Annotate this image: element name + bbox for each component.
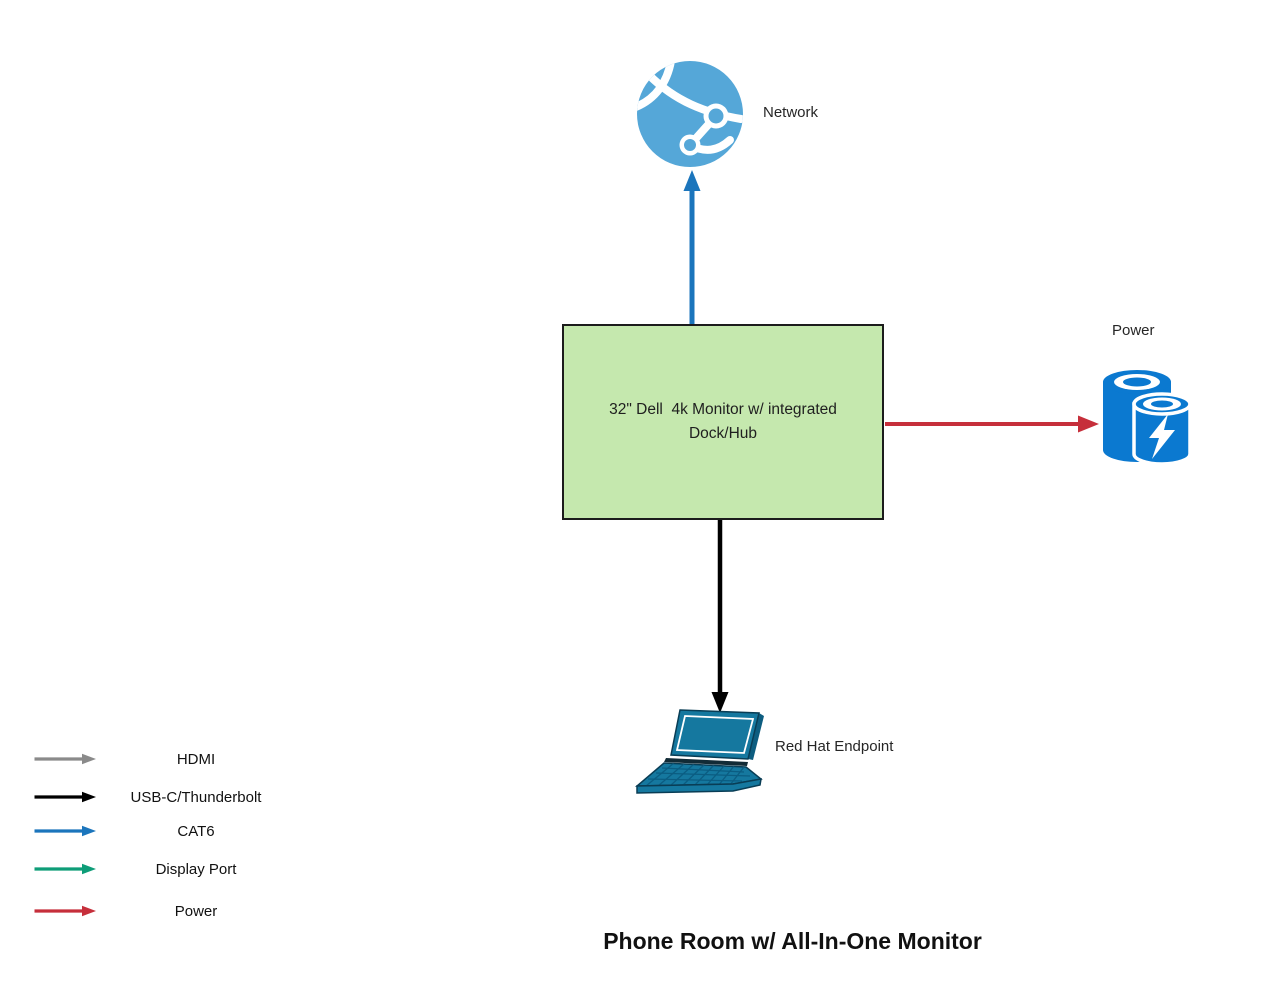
laptop-icon: [634, 709, 764, 794]
network-label: Network: [763, 104, 819, 121]
power-arrow-icon: [34, 905, 96, 917]
displayport-arrow-icon: [34, 863, 96, 875]
usbc-arrow-icon: [34, 791, 96, 803]
network-globe-icon: [637, 61, 743, 167]
monitor-dock-node: 32" Dell 4k Monitor w/ integrated Dock/H…: [562, 324, 884, 520]
legend-row-hdmi: HDMI: [33, 749, 295, 769]
legend-label-usbc: USB-C/Thunderbolt: [130, 788, 262, 806]
legend-row-cat6: CAT6: [33, 821, 295, 841]
hdmi-arrow-icon: [34, 753, 96, 765]
power-supply-icon: [1103, 370, 1192, 466]
cat6-cable-arrow: [683, 170, 701, 325]
monitor-dock-label: 32" Dell 4k Monitor w/ integrated Dock/H…: [609, 400, 837, 442]
legend-label-cat6: CAT6: [177, 822, 215, 840]
legend-row-displayport: Display Port: [33, 859, 295, 879]
power-cable-arrow: [885, 415, 1099, 433]
legend-label-hdmi: HDMI: [176, 750, 216, 768]
usbc-thunderbolt-cable-arrow: [711, 519, 729, 713]
legend-row-usbc: USB-C/Thunderbolt: [33, 787, 295, 807]
lightning-bolt-icon: [1149, 414, 1175, 459]
cat6-arrow-icon: [34, 825, 96, 837]
legend-label-power: Power: [174, 902, 218, 920]
power-label: Power: [1112, 322, 1155, 339]
legend-row-power: Power: [33, 901, 295, 921]
diagram-title: Phone Room w/ All-In-One Monitor: [603, 928, 982, 954]
legend-label-displayport: Display Port: [155, 860, 237, 878]
endpoint-label: Red Hat Endpoint: [775, 738, 894, 755]
